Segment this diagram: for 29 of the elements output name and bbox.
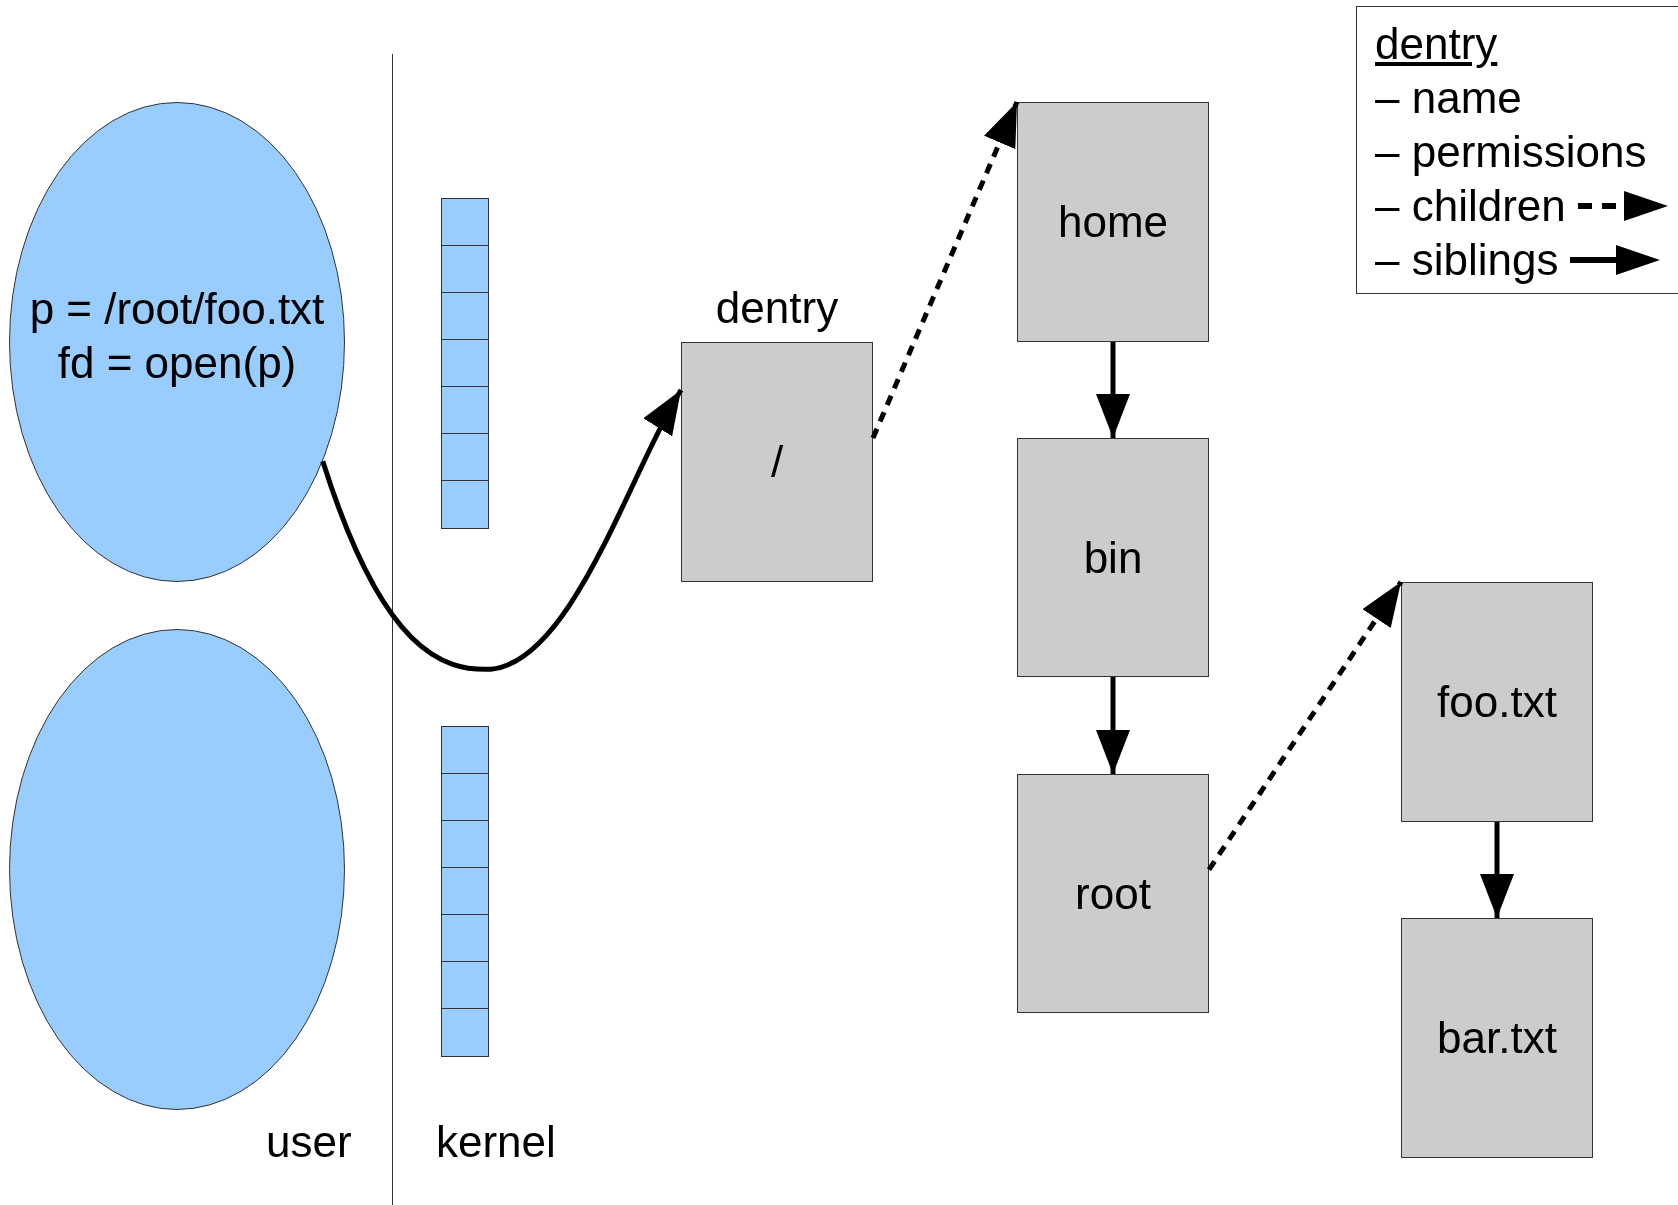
arrow xyxy=(870,101,1020,439)
legend-text: – permissions xyxy=(1375,126,1648,178)
dentry-name: foo.txt xyxy=(1437,677,1557,727)
process-ellipse xyxy=(9,629,345,1110)
dentry-name: home xyxy=(1057,197,1169,247)
arrow xyxy=(1096,342,1130,438)
arrow xyxy=(1206,580,1404,871)
dentry-box xyxy=(1017,438,1209,677)
dentry-box xyxy=(1017,774,1209,1013)
legend-text: – children xyxy=(1375,180,1566,232)
legend-title: dentry xyxy=(1375,18,1499,70)
arrow xyxy=(1096,677,1130,774)
arrow xyxy=(1480,822,1514,918)
code-line: p = /root/foo.txt xyxy=(29,283,325,335)
legend-text: – name xyxy=(1375,72,1523,124)
arrow xyxy=(320,388,684,672)
dentry-box xyxy=(1017,102,1209,342)
dentry-name: bin xyxy=(1083,532,1143,583)
process-ellipse xyxy=(9,102,345,582)
region-label: user xyxy=(266,1120,352,1164)
code-line: fd = open(p) xyxy=(57,337,297,389)
legend-text: – siblings xyxy=(1375,234,1559,286)
dentry-box xyxy=(1401,918,1593,1158)
region-label: kernel xyxy=(436,1120,556,1164)
dentry-name: root xyxy=(1075,868,1151,919)
dentry-name: bar.txt xyxy=(1437,1013,1557,1063)
dentry-name: / xyxy=(770,437,784,487)
box-heading: dentry xyxy=(715,283,839,333)
dentry-box xyxy=(1401,582,1593,822)
